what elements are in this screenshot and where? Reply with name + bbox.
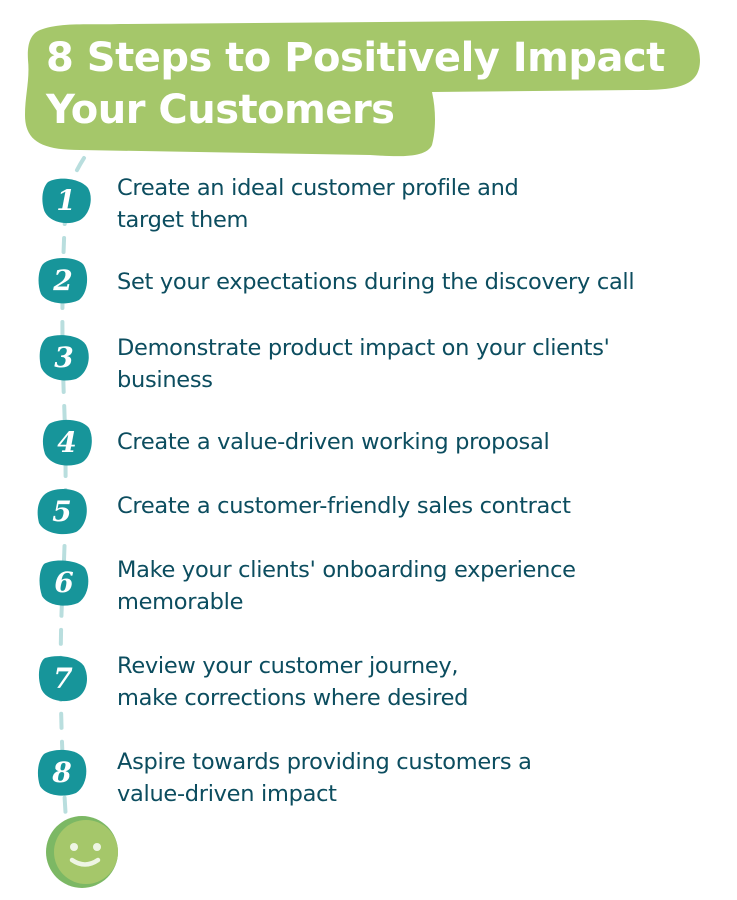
step-text-6: Make your clients' onboarding experience… bbox=[117, 557, 576, 615]
title-blob-shape bbox=[25, 20, 700, 157]
step-badge-4: 4 bbox=[41, 418, 93, 466]
step-badge-2: 2 bbox=[37, 256, 89, 304]
badge-blob-icon bbox=[42, 419, 92, 466]
badge-blob-icon bbox=[37, 489, 87, 535]
step-text-3: Demonstrate product impact on your clien… bbox=[117, 335, 610, 393]
step-badge-8: 8 bbox=[36, 748, 88, 796]
badge-blob-icon bbox=[38, 656, 87, 702]
badge-blob-icon bbox=[39, 560, 89, 606]
step-badge-7: 7 bbox=[37, 654, 89, 702]
step-badge-3: 3 bbox=[38, 333, 90, 381]
step-badge-6: 6 bbox=[38, 558, 90, 606]
step-text-5: Create a customer-friendly sales contrac… bbox=[117, 493, 571, 519]
smiley-face-icon bbox=[46, 816, 118, 888]
badge-blob-icon bbox=[42, 178, 91, 224]
badge-blob-icon bbox=[39, 335, 89, 381]
title-line-2: Your Customers bbox=[46, 87, 395, 133]
step-badge-5: 5 bbox=[36, 487, 88, 535]
step-text-2: Set your expectations during the discove… bbox=[117, 269, 635, 295]
badge-blob-icon bbox=[37, 749, 87, 796]
page-title: 8 Steps to Positively Impact Your Custom… bbox=[46, 32, 665, 136]
title-line-1: 8 Steps to Positively Impact bbox=[46, 35, 665, 81]
step-text-7: Review your customer journey, make corre… bbox=[117, 653, 469, 711]
step-text-1: Create an ideal customer profile and tar… bbox=[117, 175, 519, 233]
badge-blob-icon bbox=[38, 258, 88, 304]
step-badge-1: 1 bbox=[40, 176, 92, 224]
step-text-8: Aspire towards providing customers a val… bbox=[117, 749, 532, 807]
step-text-4: Create a value-driven working proposal bbox=[117, 429, 550, 455]
